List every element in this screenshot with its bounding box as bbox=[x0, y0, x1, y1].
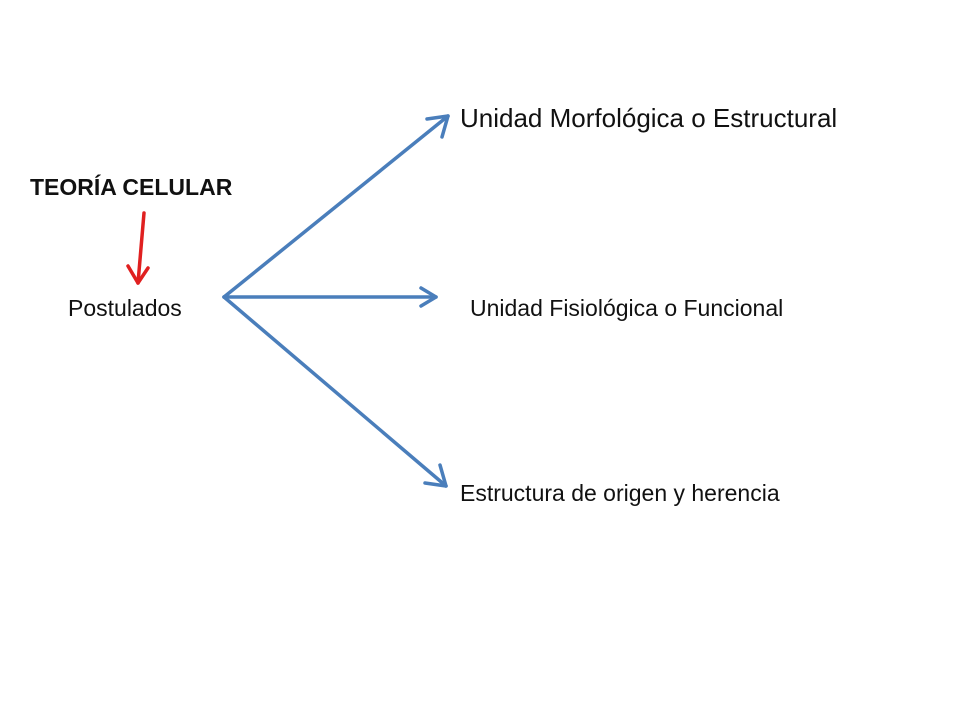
branch-label-estructura: Estructura de origen y herencia bbox=[460, 480, 780, 506]
branch-arrow-fisiologica bbox=[222, 286, 438, 308]
branch-label-fisiologica: Unidad Fisiológica o Funcional bbox=[470, 295, 784, 321]
title-to-postulados-arrow bbox=[126, 211, 150, 285]
diagram-title: TEORÍA CELULAR bbox=[30, 174, 233, 200]
branch-label-morfologica: Unidad Morfológica o Estructural bbox=[460, 103, 838, 133]
root-node-label: Postulados bbox=[68, 295, 182, 321]
branch-arrow-estructura bbox=[222, 295, 448, 488]
branch-arrow-morfologica bbox=[222, 114, 450, 299]
